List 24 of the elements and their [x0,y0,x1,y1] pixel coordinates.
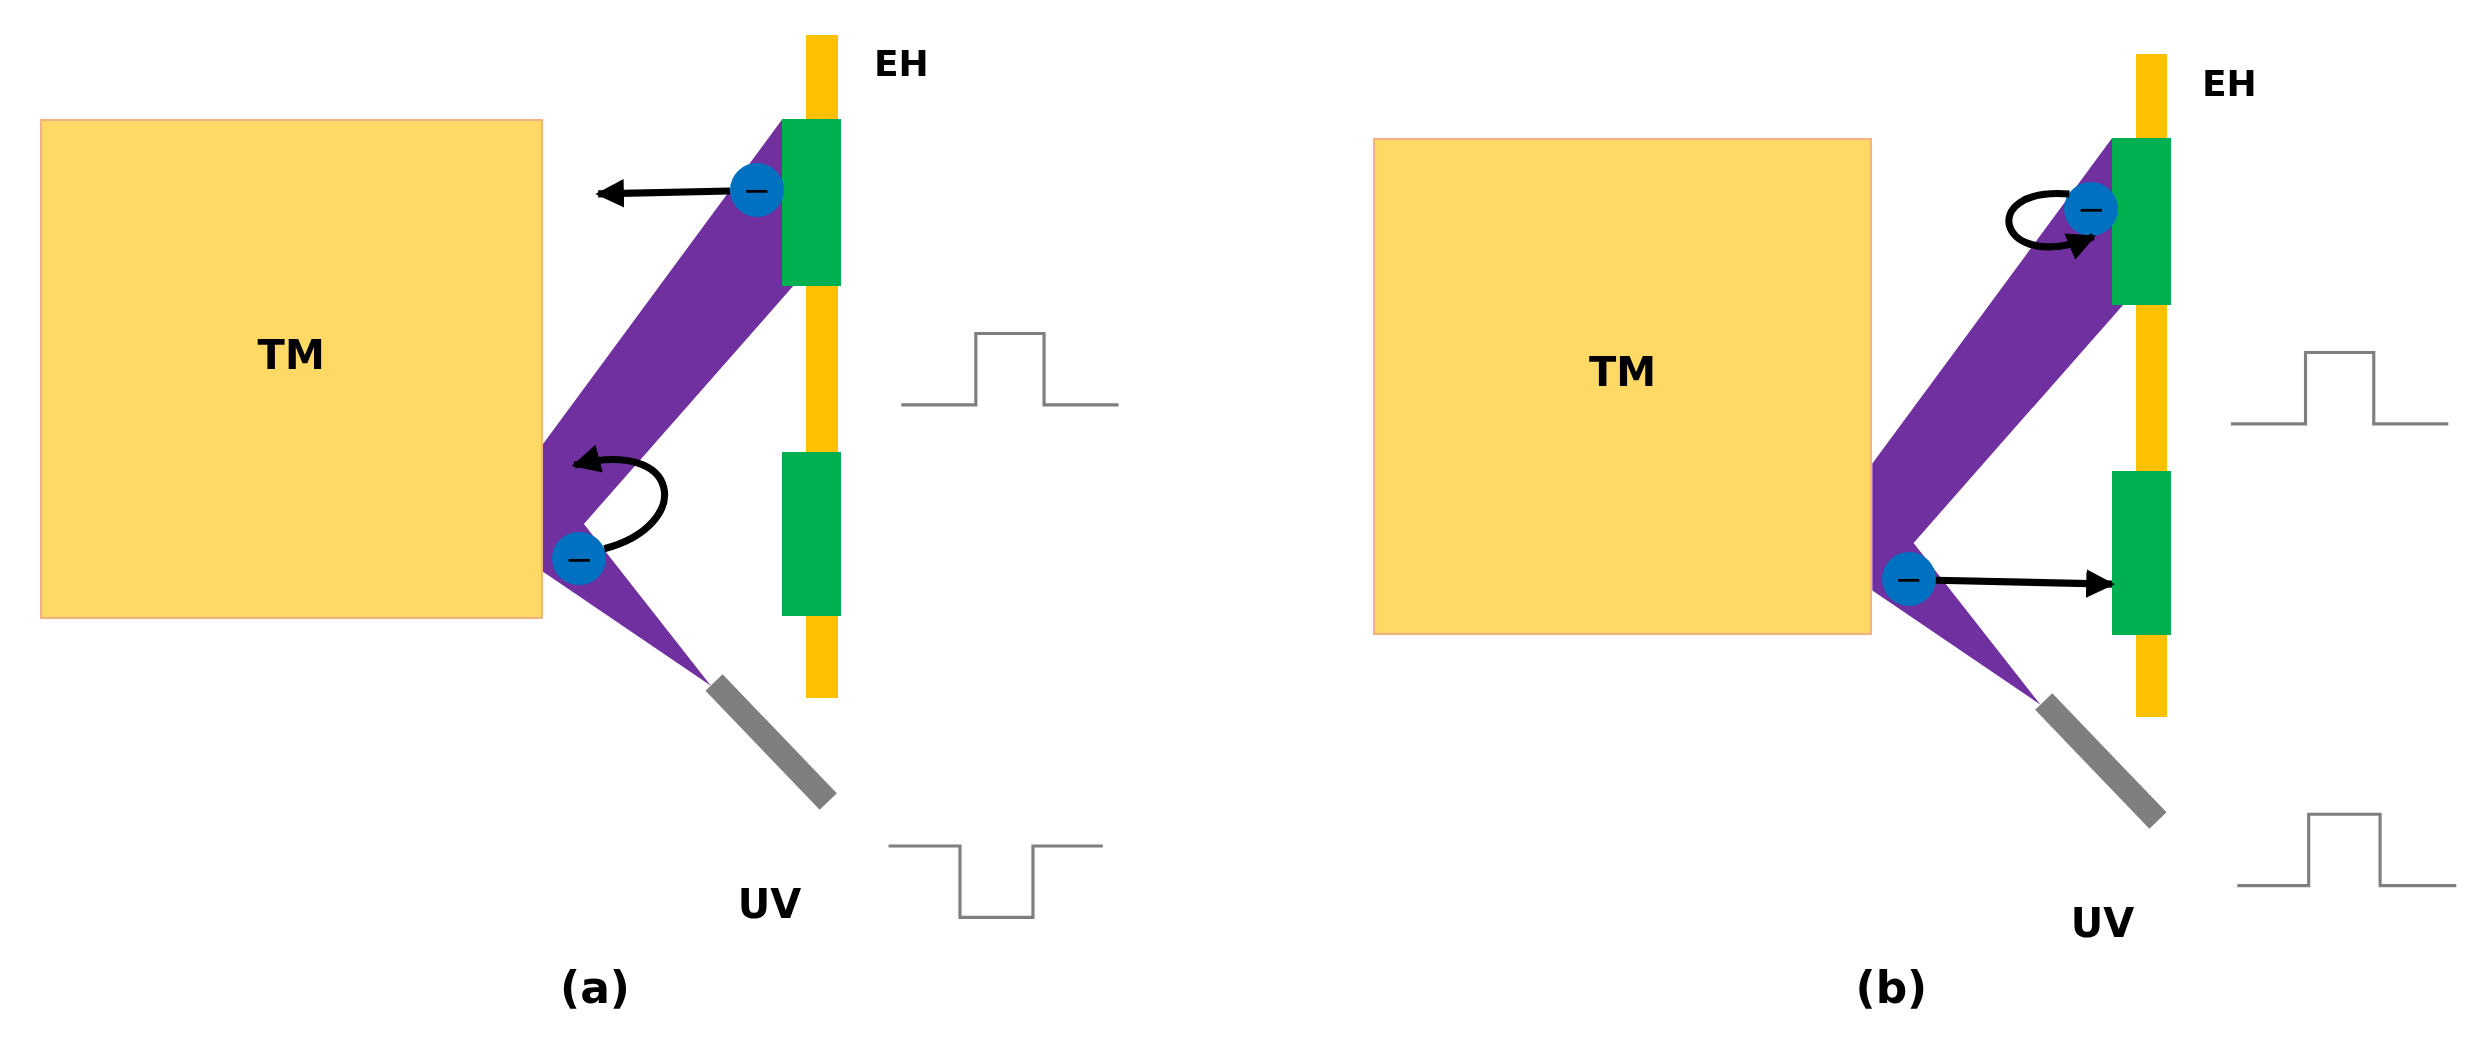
arrow [1935,569,2115,598]
block-label: TM [257,332,325,379]
tm-block [1372,138,1873,635]
electrode-bar [2135,53,2168,718]
charge-sign: − [564,541,594,576]
electrode-pad [2111,138,2171,305]
tm-block [39,119,543,619]
electrode-pad [782,119,841,286]
arrow [2005,190,2097,259]
charge-sign: − [742,173,772,208]
electrode-bar [806,34,838,699]
electrode-label: EH [873,42,929,84]
arrow [571,446,668,553]
panel-label: (b) [1855,961,1928,1013]
arrow [595,179,730,208]
electrode-pad [2111,471,2171,635]
electrode-label: EH [2202,62,2257,103]
block-label: TM [1588,349,1656,396]
charge-sign: − [1894,562,1924,597]
charge-sign: − [2077,192,2106,227]
lamp-label: UV [2070,900,2135,947]
panel-label: (a) [560,961,630,1013]
electrode-pad [782,452,841,616]
lamp-label: UV [737,881,802,928]
